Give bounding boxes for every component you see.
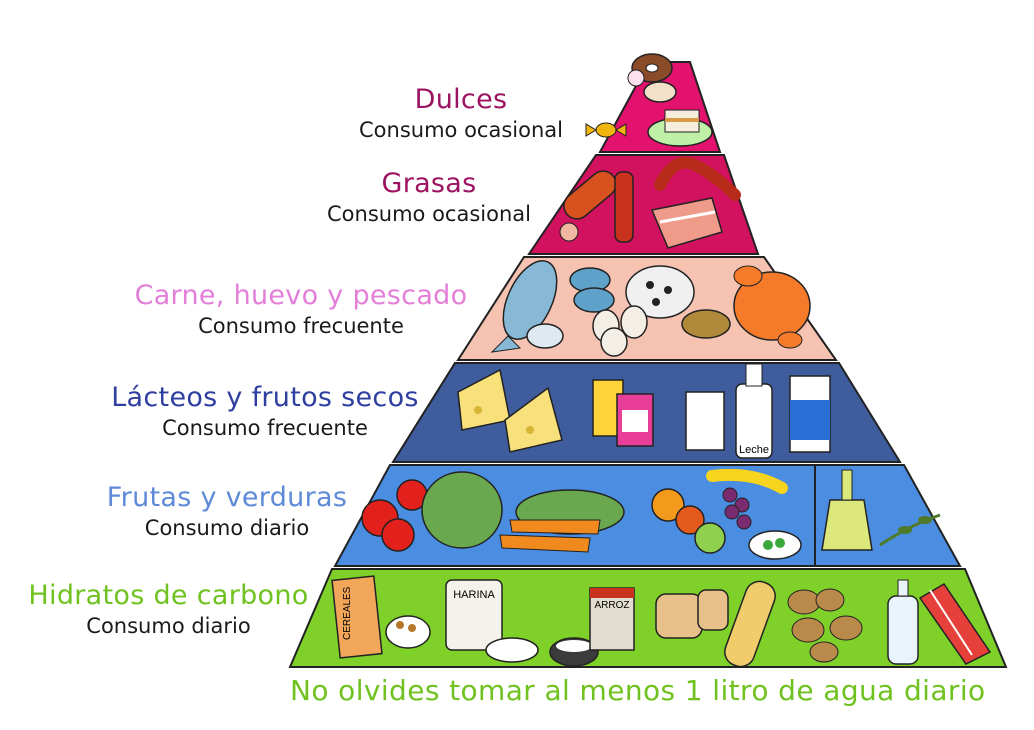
sandwich-icon bbox=[647, 109, 713, 147]
level-subtitle: Consumo diario bbox=[144, 516, 310, 540]
level-label-frutas: Frutas y verduras Consumo diario bbox=[92, 482, 362, 542]
level-label-lacteos: Lácteos y frutos secos Consumo frecuente bbox=[100, 382, 430, 442]
level-label-dulces: Dulces Consumo ocasional bbox=[341, 84, 581, 144]
sausage-icon bbox=[559, 170, 617, 242]
leche-label: Leche bbox=[739, 444, 769, 456]
fish-icon bbox=[490, 260, 558, 353]
olive-branch-icon bbox=[879, 513, 941, 547]
bread-icon bbox=[655, 589, 729, 639]
cereales-label: CEREALES bbox=[342, 586, 353, 640]
milk-bottle-icon: Leche bbox=[735, 363, 773, 459]
cheese-icon bbox=[457, 368, 563, 453]
flour-bag-icon: HARINA bbox=[445, 579, 503, 651]
cereal-bowl-icon bbox=[385, 615, 431, 649]
cereal-box-icon: CEREALES bbox=[331, 575, 383, 659]
tomato-icon bbox=[361, 479, 428, 552]
donut-icon bbox=[627, 53, 677, 103]
level-label-grasas: Grasas Consumo ocasional bbox=[309, 168, 549, 228]
level-subtitle: Consumo frecuente bbox=[198, 314, 404, 338]
sugar-icon bbox=[485, 637, 539, 663]
spaghetti-icon bbox=[918, 582, 992, 665]
level-subtitle: Consumo ocasional bbox=[359, 118, 563, 142]
chicken-icon bbox=[733, 265, 811, 349]
level-label-hidratos: Hidratos de carbono Consumo diario bbox=[16, 580, 321, 640]
tuna-can-icon bbox=[526, 267, 615, 349]
level-label-carne: Carne, huevo y pescado Consumo frecuente bbox=[126, 280, 476, 340]
carrot-icon bbox=[499, 519, 601, 553]
level-title: Lácteos y frutos secos bbox=[111, 382, 419, 413]
water-bottle-icon bbox=[887, 579, 919, 665]
banana-icon bbox=[706, 468, 788, 494]
arroz-label: ARROZ bbox=[595, 600, 630, 611]
milk-carton-icon bbox=[789, 375, 831, 453]
rice-box-icon: ARROZ bbox=[589, 587, 635, 651]
level-title: Carne, huevo y pescado bbox=[134, 280, 468, 311]
rice-bowl-icon bbox=[549, 637, 599, 667]
potato-icon bbox=[787, 588, 863, 663]
bacon-icon bbox=[650, 197, 723, 249]
fruit-icon bbox=[651, 488, 726, 554]
nuts-icon bbox=[681, 309, 731, 339]
water-reminder: No olvides tomar al menos 1 litro de agu… bbox=[290, 674, 986, 707]
harina-label: HARINA bbox=[453, 589, 495, 601]
level-subtitle: Consumo ocasional bbox=[327, 202, 531, 226]
level-title: Hidratos de carbono bbox=[28, 580, 309, 611]
chorizo-icon bbox=[614, 156, 741, 243]
candy-icon bbox=[585, 122, 627, 138]
level-title: Dulces bbox=[414, 84, 508, 115]
peas-icon bbox=[748, 530, 802, 560]
level-title: Frutas y verduras bbox=[106, 482, 348, 513]
grapes-icon bbox=[722, 487, 752, 530]
level-subtitle: Consumo frecuente bbox=[162, 416, 368, 440]
level-subtitle: Consumo diario bbox=[86, 614, 251, 638]
olive-oil-icon bbox=[821, 469, 873, 551]
level-title: Grasas bbox=[381, 168, 477, 199]
baguette-icon bbox=[724, 580, 776, 668]
beans-icon bbox=[625, 265, 695, 319]
milk-glass-icon bbox=[685, 391, 725, 451]
egg-icon bbox=[592, 305, 648, 357]
yogurt-icon bbox=[592, 379, 654, 447]
